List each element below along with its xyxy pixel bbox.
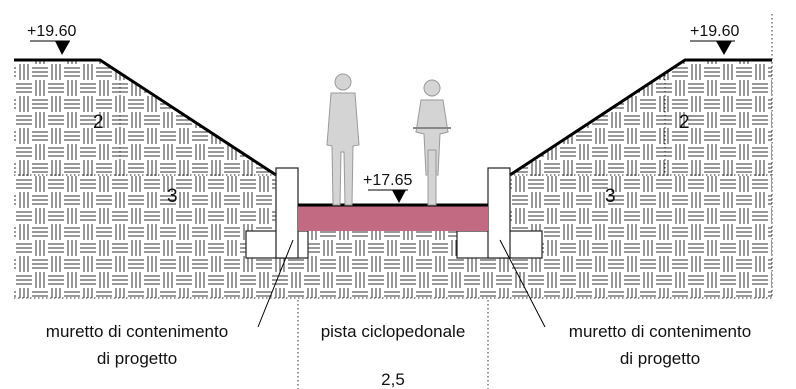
label-path: pista ciclopedonale — [321, 322, 466, 341]
layer-number-right-lower: 3 — [605, 186, 616, 207]
ground-profile-left — [14, 58, 277, 177]
elevation-top-right: +19.60 — [690, 23, 739, 40]
path-surface — [298, 205, 488, 231]
label-wall-right-line1: muretto di contenimento — [569, 322, 751, 341]
ground-right — [510, 60, 772, 298]
label-wall-left-line2: di progetto — [97, 349, 177, 368]
elevation-path: +17.65 — [363, 172, 412, 189]
elevation-triangle-icon — [55, 41, 70, 55]
retaining-wall-left — [245, 167, 309, 259]
label-wall-left-line1: muretto di contenimento — [46, 322, 228, 341]
cyclist-figure — [413, 79, 451, 206]
ground-left — [14, 60, 276, 298]
elevation-triangle-icon — [716, 41, 732, 55]
label-width: 2,5 — [381, 370, 405, 389]
ground-profile-right — [509, 58, 772, 177]
leader-line-left — [257, 239, 294, 328]
layer-number-left-upper: 2 — [93, 112, 104, 133]
layer-number-left-lower: 3 — [167, 186, 178, 207]
label-wall-right-line2: di progetto — [620, 349, 700, 368]
elevation-marker-path — [368, 189, 408, 203]
elevation-marker-right — [690, 40, 735, 55]
pedestrian-figure — [326, 73, 360, 206]
leader-line-right — [499, 239, 546, 328]
elevation-top-left: +19.60 — [27, 23, 76, 40]
layer-number-right-upper: 2 — [679, 112, 690, 133]
elevation-marker-left — [30, 40, 70, 55]
elevation-triangle-icon — [392, 190, 406, 203]
retaining-wall-right — [456, 167, 543, 259]
